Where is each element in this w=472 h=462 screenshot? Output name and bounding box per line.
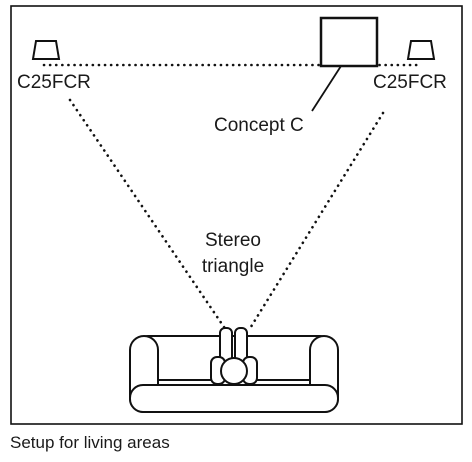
left-speaker-label: C25FCR	[17, 72, 91, 93]
right-speaker-icon	[406, 40, 436, 60]
room-outline	[10, 5, 463, 425]
left-speaker-icon	[31, 40, 61, 60]
concept-c-leader-line	[311, 65, 342, 112]
stereo-triangle-left-side	[68, 98, 228, 332]
stereo-triangle-label-line1: Stereo	[205, 230, 261, 251]
concept-c-label: Concept C	[214, 115, 304, 136]
right-speaker-label: C25FCR	[373, 72, 447, 93]
stereo-triangle-right-side	[247, 111, 385, 332]
sofa-seat	[129, 384, 339, 413]
listener-head	[220, 357, 248, 385]
figure-caption: Setup for living areas	[10, 433, 170, 452]
stereo-triangle-label-line2: triangle	[202, 256, 264, 277]
concept-c-box	[319, 16, 379, 68]
sofa-with-listener	[129, 327, 339, 413]
